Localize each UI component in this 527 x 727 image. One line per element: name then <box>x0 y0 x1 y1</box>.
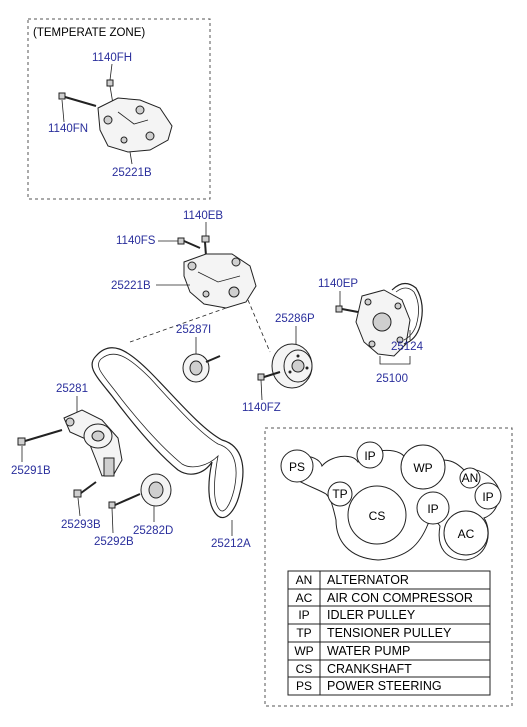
routing-pulley-cs: CS <box>347 485 407 545</box>
legend-code: IP <box>298 608 309 622</box>
legend-description: IDLER PULLEY <box>327 608 416 622</box>
idler-pulley-25287i-drawing <box>182 353 221 383</box>
legend-code: AC <box>296 591 313 605</box>
bolt-25291b-drawing <box>17 429 63 446</box>
legend-description: WATER PUMP <box>327 644 410 658</box>
svg-text:TP: TP <box>332 487 347 501</box>
svg-text:CS: CS <box>369 509 386 523</box>
routing-pulley-ac: AC <box>443 510 489 556</box>
routing-pulley-ip-right: IP <box>474 482 502 510</box>
routing-pulley-ip-top: IP <box>356 441 384 469</box>
bolt-1140fn-drawing <box>58 92 97 107</box>
svg-text:AN: AN <box>462 471 479 485</box>
routing-pulley-ps: PS <box>280 449 314 483</box>
legend-description: TENSIONER PULLEY <box>327 626 452 640</box>
legend-description: CRANKSHAFT <box>327 662 412 676</box>
bracket-25221b-tz-drawing <box>97 97 173 153</box>
part-label-25291b: 25291B <box>11 465 51 477</box>
legend-description: ALTERNATOR <box>327 573 409 587</box>
part-label-25292b: 25292B <box>94 536 134 548</box>
part-label-25221b: 25221B <box>111 280 151 292</box>
drive-belt-25212a-drawing <box>91 347 244 519</box>
legend-code: CS <box>296 662 313 676</box>
tensioner-25281-drawing <box>63 409 123 477</box>
bolt-1140eb-drawing <box>201 235 210 257</box>
legend-code: WP <box>294 644 313 658</box>
bolt-25293b-drawing <box>73 481 97 498</box>
part-label-1140fs: 1140FS <box>116 235 156 247</box>
part-label-1140eb: 1140EB <box>183 210 223 222</box>
temperate-zone-title: (TEMPERATE ZONE) <box>33 27 145 39</box>
gasket-25124-drawing <box>391 282 423 345</box>
part-label-25212a: 25212A <box>211 538 251 550</box>
bolt-25292b-drawing <box>108 493 141 509</box>
legend-description: POWER STEERING <box>327 679 442 693</box>
part-label-25287i: 25287I <box>176 324 211 336</box>
part-label-1140fn: 1140FN <box>48 123 88 135</box>
part-label-25293b: 25293B <box>61 519 101 531</box>
part-label-1140fh: 1140FH <box>92 52 132 64</box>
svg-text:IP: IP <box>364 449 375 463</box>
svg-text:IP: IP <box>482 490 493 504</box>
part-label-1140ep: 1140EP <box>318 278 358 290</box>
part-label-25281: 25281 <box>56 383 88 395</box>
routing-pulley-ip-mid: IP <box>416 491 450 525</box>
svg-text:PS: PS <box>289 460 305 474</box>
belt-routing-box <box>264 427 513 707</box>
svg-text:WP: WP <box>413 461 432 475</box>
water-pump-25100-drawing <box>355 289 411 357</box>
part-label-25124: 25124 <box>391 341 424 353</box>
part-label-25286p: 25286P <box>275 313 315 325</box>
part-label-1140fz: 1140FZ <box>242 402 281 414</box>
legend-code: PS <box>296 679 312 693</box>
part-label-25100: 25100 <box>376 373 408 385</box>
routing-pulley-tp: TP <box>327 481 353 507</box>
bracket-25221b-drawing <box>183 253 257 309</box>
legend-code: TP <box>296 626 311 640</box>
idler-pulley-25282d-drawing <box>140 473 172 507</box>
svg-text:IP: IP <box>427 502 438 516</box>
legend-description: AIR CON COMPRESSOR <box>327 591 473 605</box>
legend-table <box>287 570 491 696</box>
part-label-25282d: 25282D <box>133 525 173 537</box>
water-pump-pulley-25286p-drawing <box>271 343 313 389</box>
svg-text:AC: AC <box>458 527 475 541</box>
part-label-25221b-tz: 25221B <box>112 167 152 179</box>
legend-code: AN <box>296 573 313 587</box>
bolt-1140ep-drawing <box>335 305 359 313</box>
bolt-1140fs-drawing <box>177 237 201 249</box>
temperate-zone-box <box>27 18 211 200</box>
routing-pulley-wp: WP <box>400 444 446 490</box>
routing-pulley-an: AN <box>459 467 481 489</box>
